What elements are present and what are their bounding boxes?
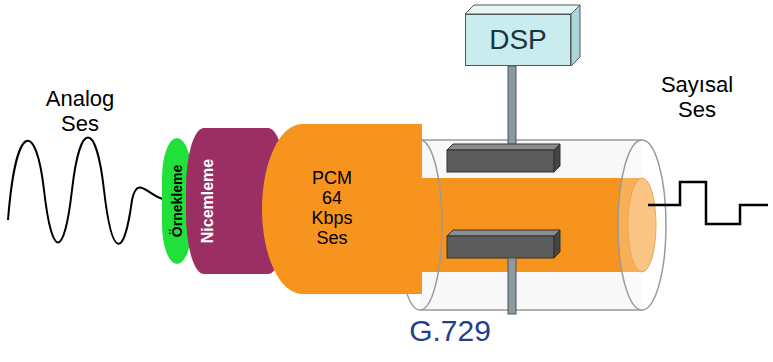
codec-label: G.729 (370, 314, 530, 349)
stem (508, 66, 516, 146)
pcm-block: PCM 64 Kbps Ses (262, 124, 422, 294)
node-text: Nicemleme (199, 159, 217, 244)
sine-wave (8, 138, 168, 244)
dsp-box: DSP (465, 14, 571, 66)
electrode-block (447, 236, 554, 258)
inner-tube (410, 178, 642, 272)
output-label: Sayısal Ses (642, 72, 752, 123)
block-side (554, 144, 560, 172)
box-top (465, 5, 580, 14)
input-label: Analog Ses (25, 86, 135, 137)
block-top (447, 230, 560, 236)
cylinder-edge (420, 139, 642, 141)
square-wave (648, 182, 768, 224)
node-text: PCM 64 Kbps Ses (302, 169, 362, 248)
electrode-block (447, 150, 554, 172)
block-top (447, 144, 560, 150)
node-text: DSP (489, 25, 547, 56)
block-side (554, 230, 560, 258)
stem (508, 258, 516, 314)
cylinder-edge (420, 309, 642, 311)
box-side (571, 5, 580, 66)
cylinder-end (618, 140, 666, 310)
node-text: Örnekleme (169, 165, 185, 237)
